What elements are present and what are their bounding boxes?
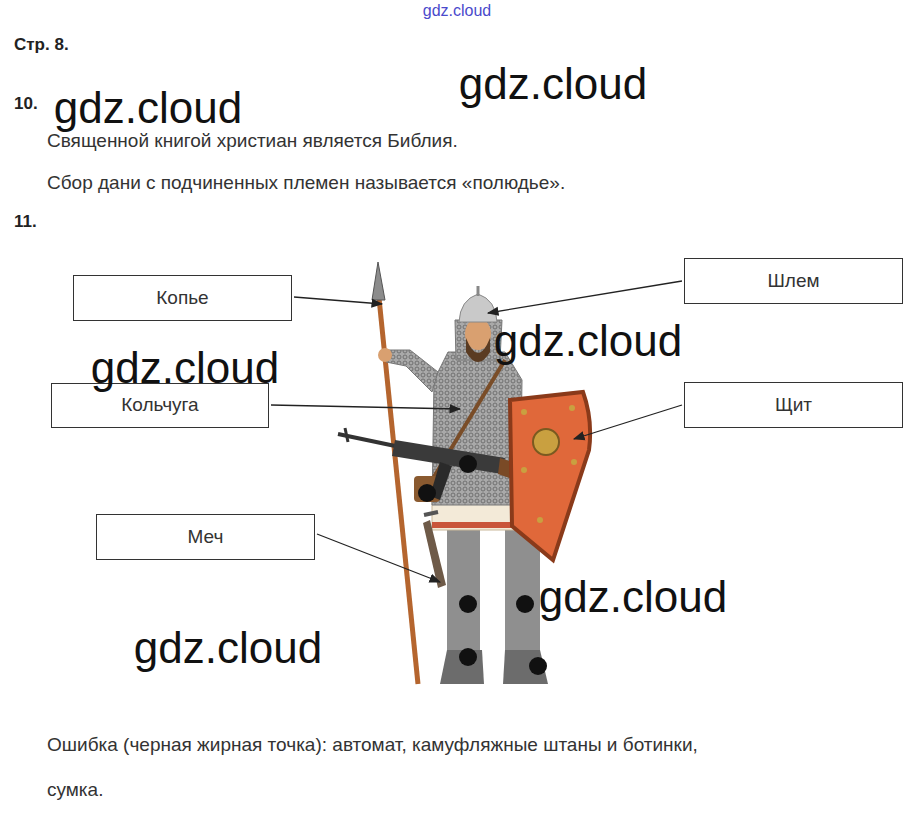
task-number: Стр. 8. xyxy=(14,36,69,55)
leader-line xyxy=(574,405,682,439)
leader-line xyxy=(294,297,382,304)
answer-text: Ошибка (черная жирная точка): автомат, к… xyxy=(47,722,727,812)
shield xyxy=(521,409,527,415)
term-box: Копье xyxy=(73,275,292,321)
term-text: Копье xyxy=(156,288,208,309)
shield xyxy=(571,459,577,465)
watermark: gdz.cloud xyxy=(134,624,322,672)
error-dot xyxy=(418,455,547,675)
legs xyxy=(440,522,548,684)
term-box: Меч xyxy=(96,514,315,560)
head xyxy=(477,286,480,296)
task-number: 10. xyxy=(14,95,38,114)
legs xyxy=(503,650,548,684)
legs xyxy=(447,522,480,672)
shield xyxy=(537,517,543,523)
answer-text: Сбор дани с подчиненных племен называетс… xyxy=(47,173,565,194)
shield xyxy=(510,392,590,560)
term-text: Щит xyxy=(775,395,812,416)
bag xyxy=(414,360,505,502)
term-text: Меч xyxy=(188,527,224,548)
term-box: Шлем xyxy=(684,258,903,304)
chainmail xyxy=(386,350,438,392)
spear xyxy=(372,262,385,300)
shield xyxy=(510,392,590,560)
leader-line xyxy=(488,281,682,313)
shield xyxy=(533,429,559,455)
sword xyxy=(424,512,438,515)
watermark: gdz.cloud xyxy=(91,344,279,392)
leader-line xyxy=(271,405,460,409)
term-text: Шлем xyxy=(767,271,819,292)
task-number: 11. xyxy=(14,213,37,232)
rifle xyxy=(345,428,348,442)
shield xyxy=(521,467,527,473)
watermark: gdz.cloud xyxy=(423,2,492,20)
error-dot xyxy=(459,455,477,473)
leader-line xyxy=(271,281,682,582)
leader-line xyxy=(317,534,440,582)
chainmail xyxy=(378,348,522,505)
watermark: gdz.cloud xyxy=(494,317,682,365)
error-dot xyxy=(516,595,534,613)
spear xyxy=(372,262,418,684)
error-dot xyxy=(459,595,477,613)
term-text: Кольчуга xyxy=(121,395,198,416)
chainmail xyxy=(378,348,392,362)
head xyxy=(466,338,490,362)
tunic xyxy=(432,522,516,528)
sword xyxy=(423,520,446,588)
term-box: Щит xyxy=(684,382,903,428)
shield xyxy=(569,405,575,411)
answer-text: Священной книгой христиан является Библи… xyxy=(47,131,458,152)
error-dot xyxy=(418,484,436,502)
error-dot xyxy=(529,657,547,675)
watermark: gdz.cloud xyxy=(539,573,727,621)
watermark: gdz.cloud xyxy=(54,84,242,132)
watermark: gdz.cloud xyxy=(459,60,647,108)
error-dot xyxy=(459,648,477,666)
head xyxy=(459,294,497,322)
